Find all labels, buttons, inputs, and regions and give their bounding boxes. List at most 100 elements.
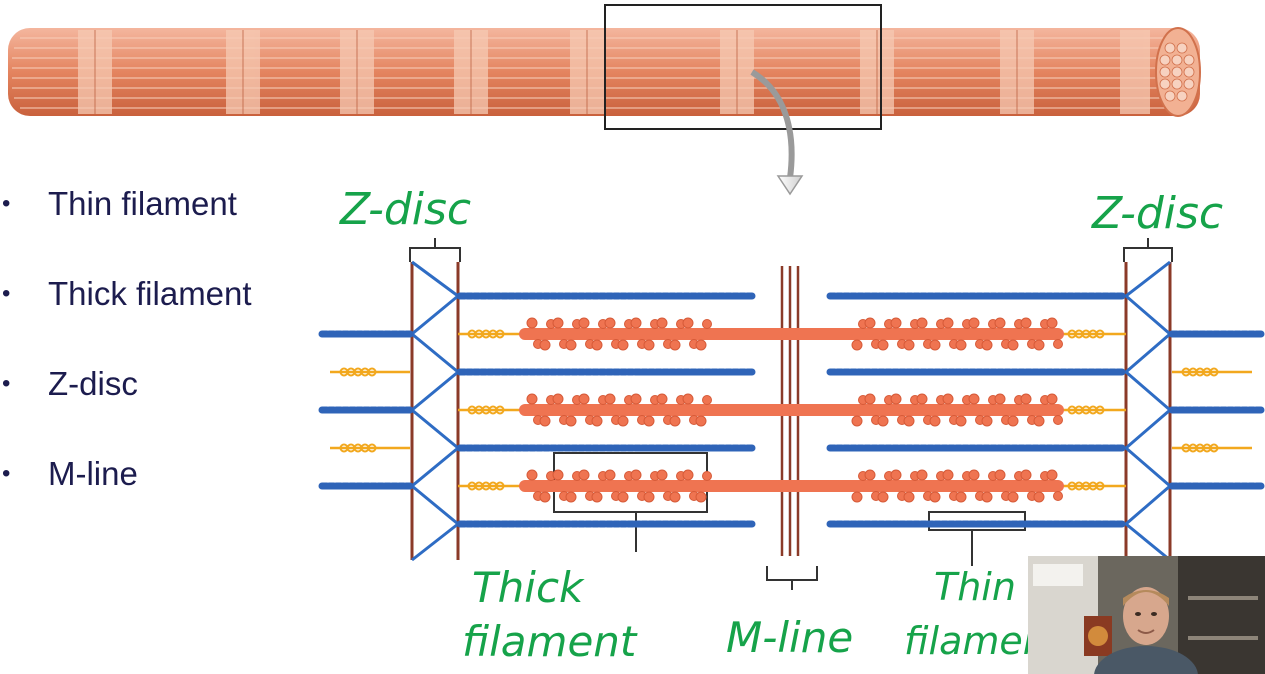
myosin-head — [643, 491, 655, 503]
myosin-head — [955, 415, 967, 427]
brackets — [409, 238, 1173, 590]
myosin-head — [877, 339, 889, 351]
zoom-arrow — [750, 69, 795, 179]
presenter-webcam — [1028, 556, 1265, 674]
titin-coil — [1095, 405, 1105, 415]
myosin-head — [1033, 491, 1045, 503]
myosin-head — [591, 415, 603, 427]
myosin-head — [552, 393, 564, 405]
myosin-head — [526, 393, 538, 405]
myosin-head — [656, 393, 668, 405]
myosin-head — [968, 393, 980, 405]
myosin-head — [968, 469, 980, 481]
myosin-head — [526, 469, 538, 481]
myosin-head — [702, 319, 712, 329]
myosin-head — [1046, 469, 1058, 481]
titin-coil — [367, 367, 377, 377]
myosin-head — [864, 469, 876, 481]
myosin-head — [1020, 469, 1032, 481]
myosin-head — [1053, 339, 1063, 349]
z-disc-right — [1123, 260, 1173, 562]
myosin-head — [539, 491, 551, 503]
myosin-head — [604, 317, 616, 329]
myosin-head — [942, 317, 954, 329]
myosin-head — [877, 491, 889, 503]
myosin-head — [903, 491, 915, 503]
term-z-disc: Z-disc — [0, 358, 252, 448]
myosin-head — [591, 491, 603, 503]
annotation-m-line: M-line — [726, 613, 853, 662]
titin-coil — [1209, 443, 1219, 453]
term-list: Thin filament Thick filament Z-disc M-li… — [0, 178, 252, 538]
titin-coil — [495, 481, 505, 491]
myosin-head — [851, 415, 863, 427]
myosin-head — [1046, 317, 1058, 329]
myosin-head — [1033, 415, 1045, 427]
annotation-thick-filament: filament — [462, 617, 638, 666]
annotation-z-disc-left: Z-disc — [339, 184, 471, 235]
myosin-head — [1020, 317, 1032, 329]
term-m-line: M-line — [0, 448, 252, 538]
myosin-head — [916, 469, 928, 481]
myosin-head — [539, 415, 551, 427]
myosin-head — [929, 491, 941, 503]
myosin-head — [682, 393, 694, 405]
myosin-head — [669, 339, 681, 351]
zoom-arrow-head — [776, 175, 804, 196]
myosin-head — [702, 471, 712, 481]
myosin-head — [981, 415, 993, 427]
myosin-head — [1033, 339, 1045, 351]
myosin-head — [851, 339, 863, 351]
myosin-head — [890, 393, 902, 405]
myosin-head — [552, 317, 564, 329]
myosin-head — [1007, 491, 1019, 503]
myosin-head — [552, 469, 564, 481]
myosin-head — [1007, 415, 1019, 427]
myosin-head — [864, 317, 876, 329]
titin-coil — [495, 405, 505, 415]
myosin-head — [578, 317, 590, 329]
myosin-head — [604, 393, 616, 405]
myosin-head — [695, 339, 707, 351]
myosin-head — [591, 339, 603, 351]
myosin-head — [1007, 339, 1019, 351]
myosin-head — [565, 415, 577, 427]
myosin-head — [643, 415, 655, 427]
z-disc-left — [409, 260, 461, 562]
myosin-head — [1020, 393, 1032, 405]
myosin-head — [851, 491, 863, 503]
zoom-box — [604, 4, 882, 130]
annotation-z-disc-right: Z-disc — [1091, 188, 1223, 239]
titin-coil — [1095, 481, 1105, 491]
sarcomere — [318, 260, 1265, 562]
myosin-head — [578, 393, 590, 405]
myosin-head — [929, 415, 941, 427]
myosin-head — [682, 317, 694, 329]
myosin-head — [877, 415, 889, 427]
myosin-head — [1053, 491, 1063, 501]
myosin-head — [578, 469, 590, 481]
myosin-head — [630, 317, 642, 329]
myosin-head — [890, 469, 902, 481]
myosin-head — [682, 469, 694, 481]
myosin-head — [1046, 393, 1058, 405]
myosin-head — [565, 491, 577, 503]
titin-coil — [495, 329, 505, 339]
myosin-head — [604, 469, 616, 481]
myosin-head — [669, 491, 681, 503]
myosin-head — [630, 393, 642, 405]
myosin-head — [565, 339, 577, 351]
myosin-head — [981, 339, 993, 351]
annotation-thick: Thick — [472, 563, 585, 612]
myosin-head — [643, 339, 655, 351]
annotation-thin: Thin — [934, 565, 1016, 609]
myosin-head — [630, 469, 642, 481]
myosin-head — [669, 415, 681, 427]
term-thick-filament: Thick filament — [0, 268, 252, 358]
myosin-head — [656, 469, 668, 481]
myosin-head — [539, 339, 551, 351]
myosin-head — [617, 491, 629, 503]
myosin-head — [942, 393, 954, 405]
myosin-head — [617, 339, 629, 351]
titin-coil — [367, 443, 377, 453]
